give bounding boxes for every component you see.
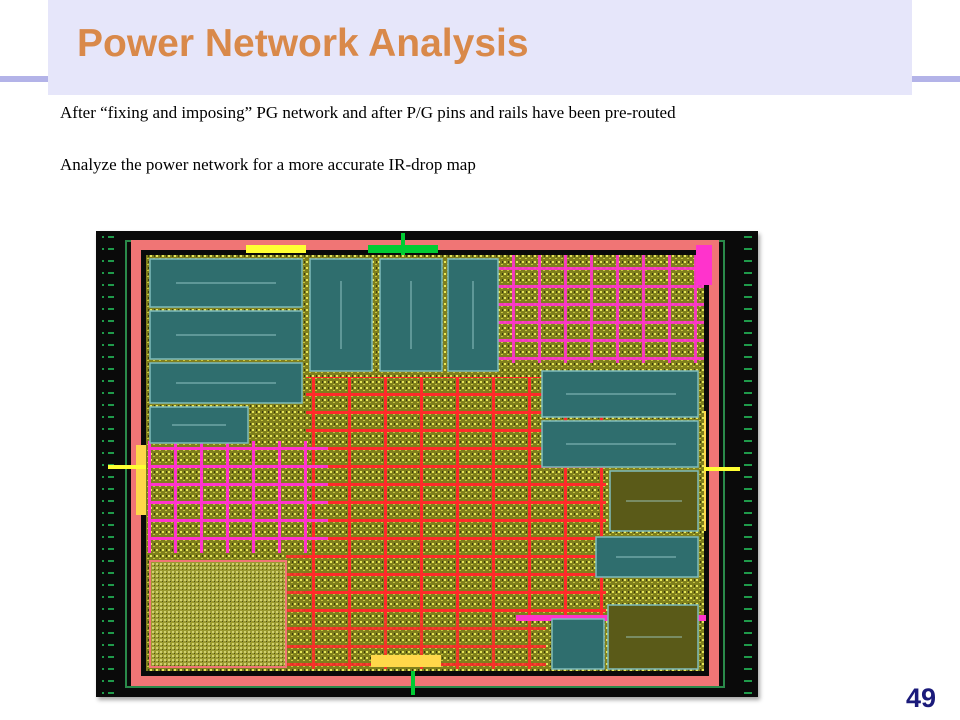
title-rule-right — [912, 76, 960, 82]
title-rule-left — [0, 76, 48, 82]
title-band — [48, 0, 912, 95]
macro-block — [551, 618, 605, 670]
top-pin-yellow — [246, 245, 306, 253]
chip-layout-svg — [96, 231, 758, 697]
body-line-2: Analyze the power network for a more acc… — [60, 155, 476, 174]
bottom-pin-yellow — [371, 655, 441, 667]
power-grid-lower-horizontal — [286, 543, 546, 669]
body-line-1: After “fixing and imposing” PG network a… — [60, 103, 676, 122]
page-number: 49 — [905, 683, 936, 713]
io-pad-column-left — [102, 233, 114, 695]
ground-strap-top-right — [696, 245, 712, 285]
left-pin-yellow — [136, 445, 146, 515]
right-io-pin — [700, 467, 740, 471]
macro-block — [149, 406, 249, 444]
chip-layout-figure — [96, 231, 758, 697]
left-io-pin — [108, 465, 148, 469]
ground-grid-horizontal-top — [496, 255, 704, 363]
top-io-pin — [401, 233, 405, 261]
ground-grid-horizontal-left — [148, 441, 328, 553]
bottom-io-pin — [411, 671, 415, 695]
dense-cell-region — [149, 560, 287, 668]
slide-title: Power Network Analysis — [77, 22, 529, 65]
io-pad-column-right — [740, 233, 752, 695]
